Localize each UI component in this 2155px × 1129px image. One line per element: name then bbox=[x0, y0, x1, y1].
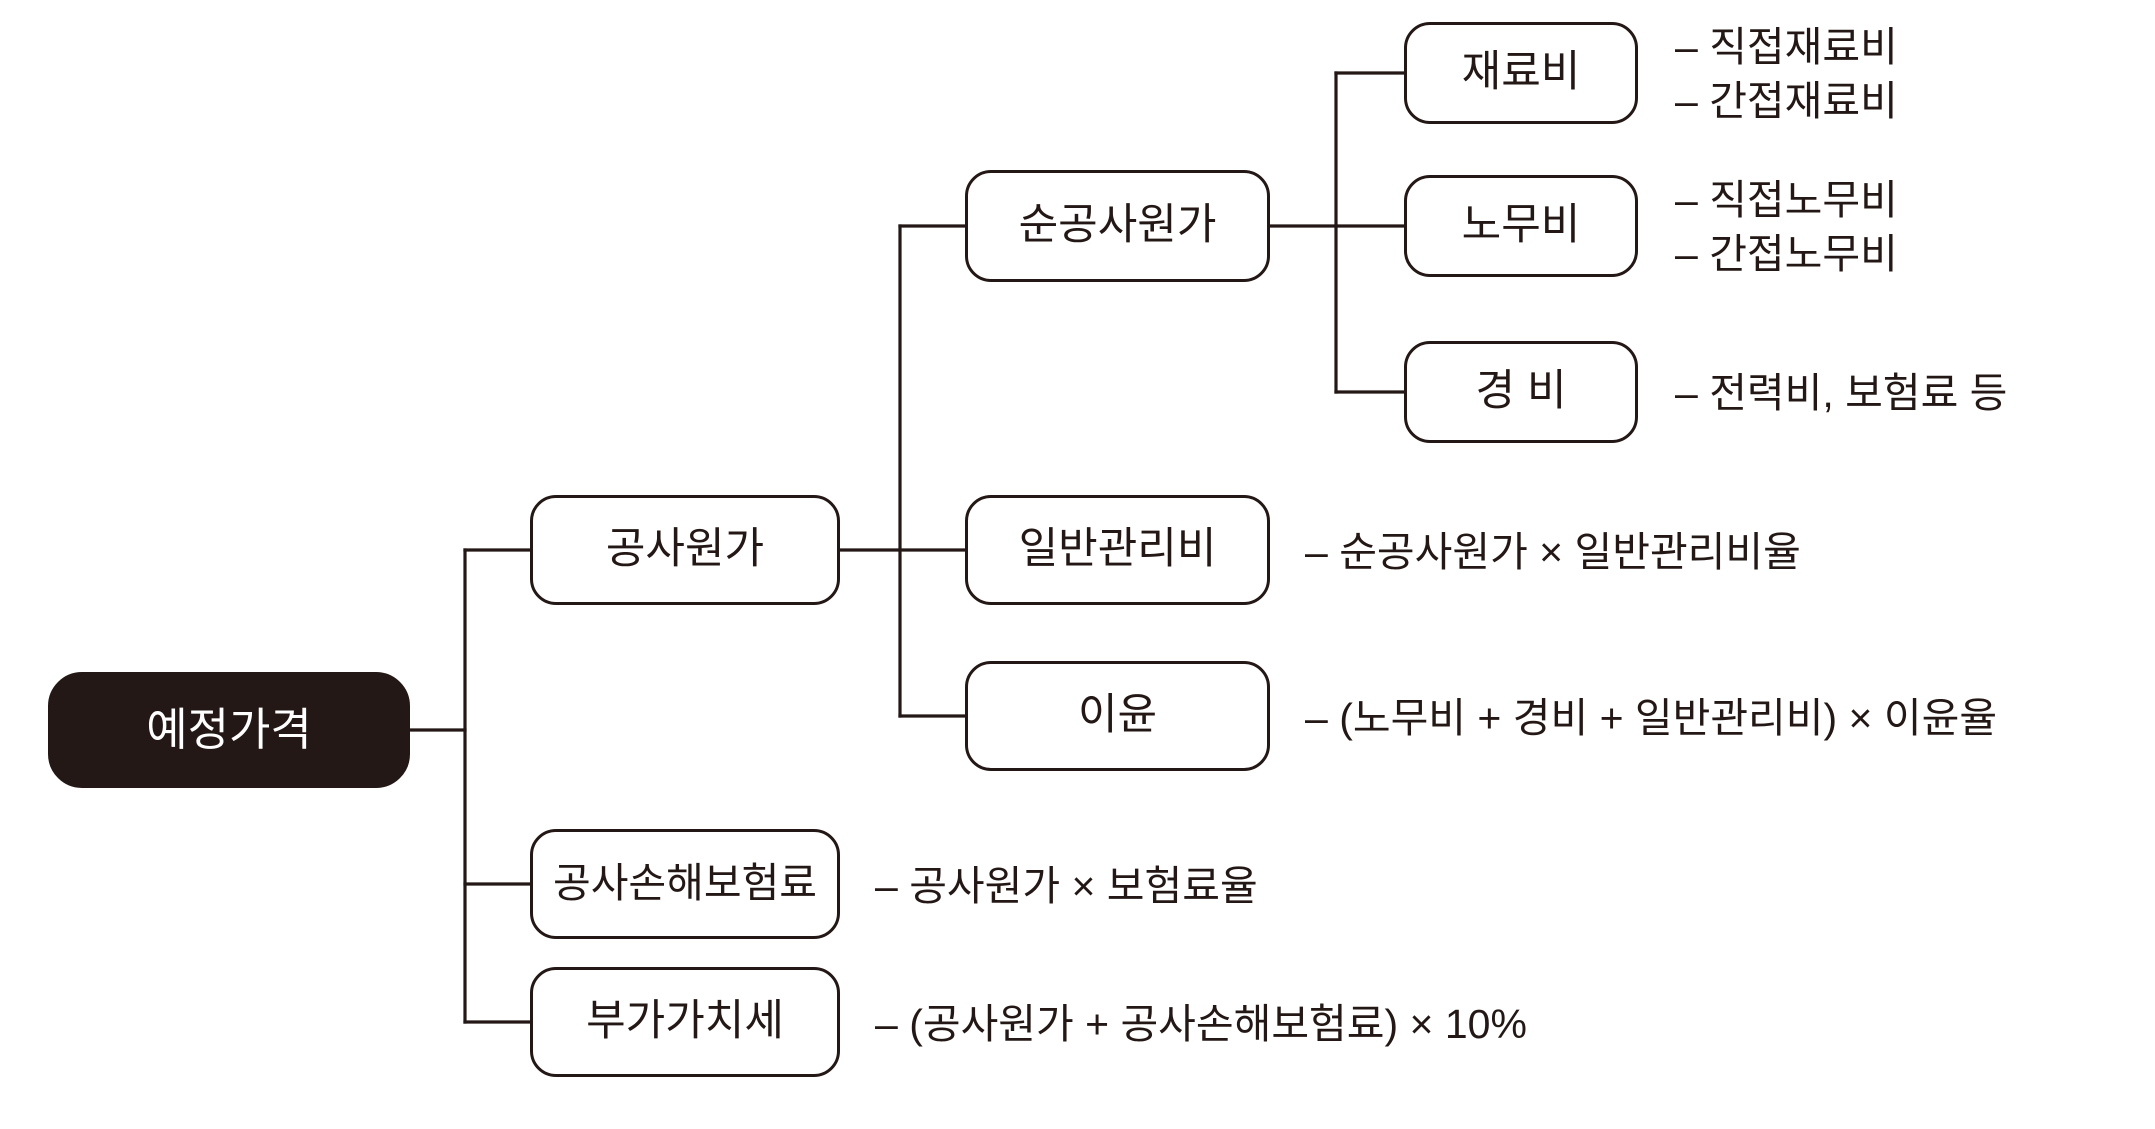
annotation-material-cost-line-1: – 직접재료비 bbox=[1675, 24, 1898, 70]
annotation-labor-cost-line-1: – 직접노무비 bbox=[1675, 177, 1898, 223]
annotation-expenses: – 전력비, 보험료 등 bbox=[1675, 366, 2007, 420]
annotation-vat: – (공사원가 + 공사손해보험료) × 10% bbox=[875, 997, 1527, 1051]
node-material-cost[interactable]: 재료비 bbox=[1404, 22, 1638, 124]
node-net-construction-cost[interactable]: 순공사원가 bbox=[965, 170, 1270, 282]
node-general-admin-cost[interactable]: 일반관리비 bbox=[965, 495, 1270, 605]
annotation-construction-damage-insurance-line-1: – 공사원가 × 보험료율 bbox=[875, 863, 1258, 909]
node-construction-damage-insurance[interactable]: 공사손해보험료 bbox=[530, 829, 840, 939]
annotation-vat-line-1: – (공사원가 + 공사손해보험료) × 10% bbox=[875, 1001, 1527, 1047]
annotation-general-admin-cost: – 순공사원가 × 일반관리비율 bbox=[1305, 525, 1801, 579]
annotation-material-cost-line-2: – 간접재료비 bbox=[1675, 78, 1898, 125]
node-profit[interactable]: 이윤 bbox=[965, 661, 1270, 771]
annotation-general-admin-cost-line-1: – 순공사원가 × 일반관리비율 bbox=[1305, 529, 1801, 575]
annotation-labor-cost-line-2: – 간접노무비 bbox=[1675, 231, 1898, 278]
annotation-material-cost: – 직접재료비 – 간접재료비 bbox=[1675, 20, 1898, 128]
annotation-profit-line-1: – (노무비 + 경비 + 일반관리비) × 이윤율 bbox=[1305, 695, 1998, 741]
node-root-estimated-price[interactable]: 예정가격 bbox=[48, 672, 410, 788]
annotation-construction-damage-insurance: – 공사원가 × 보험료율 bbox=[875, 859, 1258, 913]
node-construction-cost[interactable]: 공사원가 bbox=[530, 495, 840, 605]
annotation-labor-cost: – 직접노무비 – 간접노무비 bbox=[1675, 173, 1898, 281]
node-vat[interactable]: 부가가치세 bbox=[530, 967, 840, 1077]
node-labor-cost[interactable]: 노무비 bbox=[1404, 175, 1638, 277]
annotation-expenses-line-1: – 전력비, 보험료 등 bbox=[1675, 370, 2008, 416]
node-expenses[interactable]: 경 비 bbox=[1404, 341, 1638, 443]
annotation-profit: – (노무비 + 경비 + 일반관리비) × 이윤율 bbox=[1305, 691, 1997, 745]
